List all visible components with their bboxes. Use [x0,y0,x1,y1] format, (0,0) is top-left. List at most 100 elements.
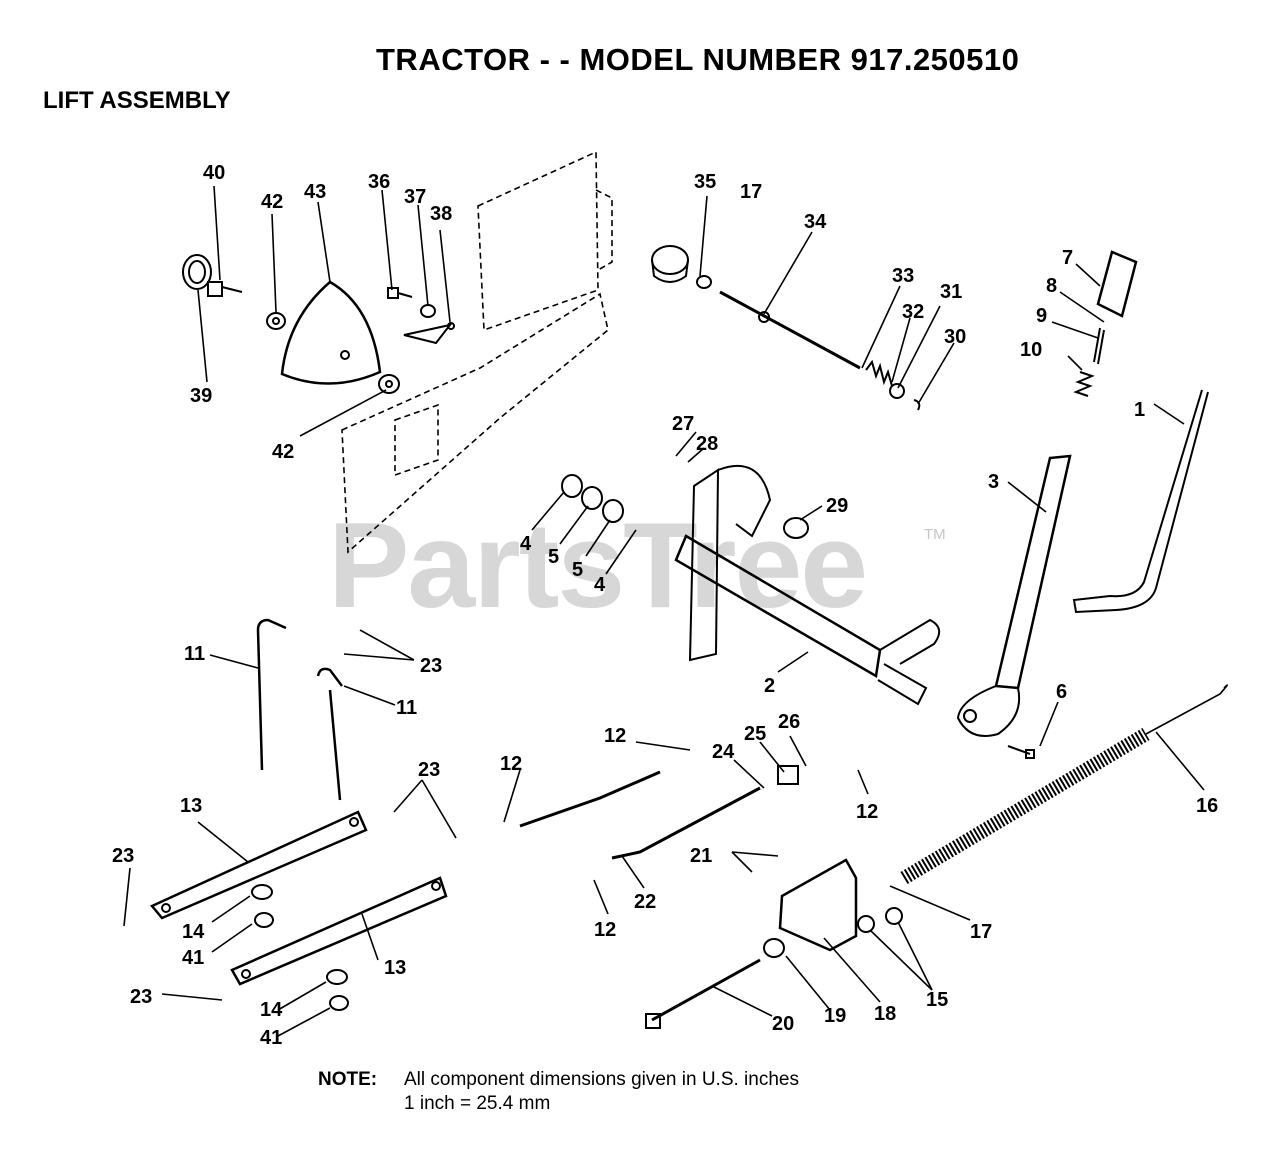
part-12-rod-upper [519,770,661,828]
part-1-rod [1072,389,1209,614]
callout-33: 33 [892,265,914,287]
page-title: TRACTOR - - MODEL NUMBER 917.250510 [376,42,1020,77]
note-label: NOTE: [318,1069,378,1090]
watermark: PartsTree [328,497,868,633]
callout-21: 21 [690,845,712,867]
callout-28: 28 [696,433,718,455]
part-11-link-rod-a [256,618,287,771]
callout-16: 16 [1196,795,1218,817]
callout-4-b: 4 [594,574,606,596]
part-25-block [777,765,799,785]
part-20-bolt [645,958,761,1029]
part-13-lift-link-a [149,810,368,920]
callout-23-c: 23 [112,845,134,867]
part-41-nut [254,912,349,1011]
callout-9: 9 [1036,305,1047,327]
part-43-bracket [280,280,382,385]
part-17-washer-upper [696,275,712,289]
part-6-screw [1007,745,1035,759]
callout-23-b: 23 [418,759,440,781]
callout-42: 42 [261,191,283,213]
callout-10: 10 [1020,339,1042,361]
callout-43: 43 [304,181,326,203]
note: NOTE: All component dimensions given in U… [318,1069,799,1091]
callout-37: 37 [404,186,426,208]
callout-29: 29 [826,495,848,517]
callout-13: 13 [180,795,202,817]
part-3-lift-handle [956,454,1072,737]
callout-19: 19 [824,1005,846,1027]
part-40-bolt [207,281,243,297]
note-line-1: All component dimensions given in U.S. i… [404,1069,799,1090]
callout-39: 39 [190,385,212,407]
callout-26: 26 [778,711,800,733]
callout-14: 14 [182,921,205,943]
callout-17-lower: 17 [970,921,992,943]
callout-41-b: 41 [260,1027,282,1049]
callout-27: 27 [672,413,694,435]
part-32-spring [865,359,893,387]
callout-20: 20 [772,1013,794,1035]
callout-14-b: 14 [260,999,283,1021]
callout-11-b: 11 [396,697,417,719]
callout-5-b: 5 [572,559,583,581]
part-22-rod-lower [611,786,761,860]
callout-2: 2 [764,675,775,697]
callout-35: 35 [694,171,716,193]
part-13-lift-link-b [230,876,448,986]
callout-23: 23 [420,655,442,677]
part-10-spring [1073,371,1095,397]
callout-11: 11 [184,643,205,665]
part-31-washer [889,383,905,399]
callout-42-lower: 42 [272,441,294,463]
callout-12-b: 12 [500,753,522,775]
callout-25: 25 [744,723,766,745]
callout-3: 3 [988,471,999,493]
note-line-2: 1 inch = 25.4 mm [404,1093,551,1114]
part-16-spring [900,684,1228,885]
part-11-link-rod-b [316,667,343,801]
part-35-knob [651,245,689,283]
callout-1: 1 [1134,399,1145,421]
callout-5: 5 [548,546,559,568]
callout-23-d: 23 [130,986,152,1008]
part-18-bracket [778,858,858,952]
callout-32: 32 [902,301,924,323]
part-19-washer [763,938,785,958]
part-34-threaded-rod [719,290,861,370]
callout-labels: 40 42 43 36 37 38 39 42 35 17 34 33 32 3… [112,162,1218,1049]
part-37-washer [420,304,436,318]
frame-plate [341,150,613,554]
callout-31: 31 [940,281,962,303]
part-30-clip [913,399,921,411]
part-29-pin [783,517,809,539]
callout-17-upper: 17 [740,181,762,203]
callout-12: 12 [604,725,626,747]
watermark-trademark: TM [924,526,946,543]
callout-22: 22 [634,891,656,913]
callout-18: 18 [874,1003,896,1025]
part-36-bolt [387,287,413,299]
part-9-pin [1093,327,1105,365]
part-42-washer [266,312,286,330]
callout-8: 8 [1046,275,1057,297]
part-5-washer [581,486,624,523]
callout-13-b: 13 [384,957,406,979]
callout-6: 6 [1056,681,1067,703]
part-15-nut [857,907,903,933]
callout-15: 15 [926,989,948,1011]
leader-lines [123,185,1205,1037]
callout-36: 36 [368,171,390,193]
part-42-washer-lower [378,374,400,394]
callout-34: 34 [804,211,827,233]
callout-30: 30 [944,326,966,348]
callout-12-d: 12 [594,919,616,941]
part-39-knob [182,254,212,290]
callout-4: 4 [520,533,532,555]
part-4-ring [561,474,583,498]
part-38-clip [403,322,455,345]
callout-40: 40 [203,162,225,184]
assembly-subtitle: LIFT ASSEMBLY [43,87,231,114]
part-2-lift-shaft [674,464,941,706]
